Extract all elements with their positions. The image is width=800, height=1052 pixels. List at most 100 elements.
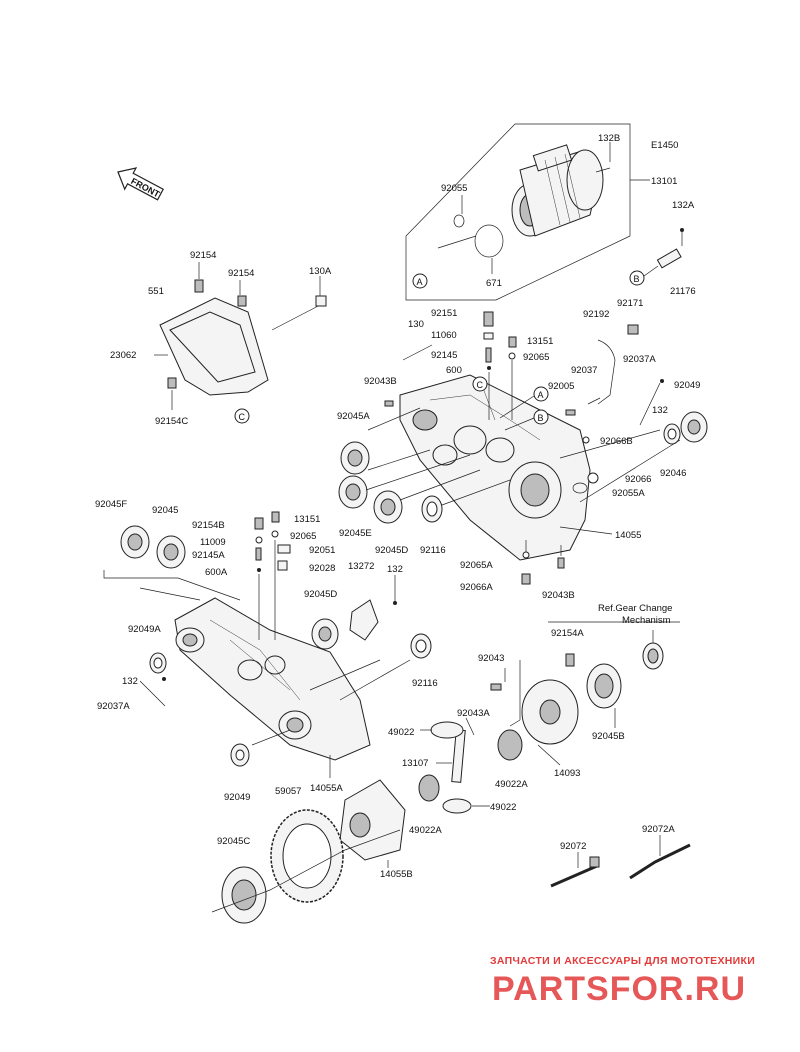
part-label: 92037A: [623, 354, 656, 365]
diff-case-14055B-icon: [339, 779, 406, 861]
part-label: 130A: [309, 266, 332, 277]
part-label: 92154: [228, 268, 254, 279]
part-label: 92066: [625, 474, 651, 485]
bearing-92046-icon: [680, 411, 708, 443]
part-label: 59057: [275, 786, 301, 797]
part-label: 49022: [490, 802, 516, 813]
dowel-92043-icon: [490, 683, 502, 691]
part-label: 132: [122, 676, 138, 687]
gear-49022-a-icon: [430, 721, 464, 739]
part-label: 92145: [431, 350, 457, 361]
ref-note-line1: Ref.Gear Change: [598, 603, 672, 614]
flange-14093-icon: [521, 679, 579, 745]
part-label: 23062: [110, 350, 136, 361]
part-label: 92028: [309, 563, 335, 574]
dowel-92043B-icon: [384, 400, 394, 407]
part-label: 13101: [651, 176, 677, 187]
part-label: 92192: [583, 309, 609, 320]
callout-a2-icon: A: [533, 386, 549, 402]
callout-b2-icon: B: [533, 409, 549, 425]
washer-92066-icon: [587, 472, 599, 484]
svg-text:B: B: [634, 274, 640, 284]
part-label: 92154: [190, 250, 216, 261]
gear-49022A-a-icon: [497, 729, 523, 761]
hose-92192-icon: [597, 339, 616, 405]
part-label: 92045E: [339, 528, 372, 539]
o-ring-92055-icon: [453, 214, 465, 228]
callout-c-icon: C: [234, 408, 250, 424]
part-label: 13107: [402, 758, 428, 769]
part-label: 92055: [441, 183, 467, 194]
part-label: 92045C: [217, 836, 250, 847]
part-label: 92065: [290, 531, 316, 542]
part-label: 92051: [309, 545, 335, 556]
bearing-92045C-icon: [221, 866, 267, 924]
pin-92145A-icon: [255, 547, 262, 561]
part-label: 49022A: [409, 825, 442, 836]
sensor-21176-icon: [643, 228, 684, 277]
part-label: 92043A: [457, 708, 490, 719]
bolt-92154B-icon: [254, 517, 264, 530]
ball-600A-icon: [257, 568, 261, 572]
part-label: 600A: [205, 567, 228, 578]
pin-92037A-icon: [639, 382, 661, 426]
part-label: 130: [408, 319, 424, 330]
part-label: 92037A: [97, 701, 130, 712]
front-arrow-icon: FRONT: [117, 167, 165, 201]
pin-92145-icon: [485, 347, 492, 363]
watermark-tagline: ЗАПЧАСТИ И АКСЕССУАРЫ ДЛЯ МОТОТЕХНИКИ: [490, 955, 755, 967]
part-label: 92154C: [155, 416, 188, 427]
callout-a-icon: A: [412, 273, 428, 289]
part-label: 13151: [294, 514, 320, 525]
part-label: 11060: [431, 330, 457, 341]
gear-49022-b-icon: [442, 798, 472, 814]
svg-text:A: A: [417, 277, 423, 287]
part-label: 92055A: [612, 488, 645, 499]
ref-note-line2: Mechanism: [622, 615, 671, 626]
guide-13272-icon: [349, 599, 379, 641]
part-label: 49022A: [495, 779, 528, 790]
part-label: 92037: [571, 365, 597, 376]
part-label: 132: [652, 405, 668, 416]
part-label: 92005: [548, 381, 574, 392]
part-label: 132A: [672, 200, 695, 211]
oring-92055A-icon: [572, 482, 588, 494]
svg-text:B: B: [538, 413, 544, 423]
part-label: 92065A: [460, 560, 493, 571]
bolt-92154A-icon: [565, 653, 575, 667]
bearing-92045D-icon: [373, 490, 403, 524]
part-label: 14055: [615, 530, 641, 541]
bearing-92045-icon: [156, 535, 186, 569]
starter-motor-shape: [511, 144, 611, 237]
bracket-23062-shape: [154, 262, 327, 410]
cable-tie-92072-icon: [550, 856, 600, 888]
part-label: 13151: [527, 336, 553, 347]
part-label: 14093: [554, 768, 580, 779]
part-label: 92045D: [375, 545, 408, 556]
washer-11060-icon: [483, 332, 494, 340]
part-label: 132B: [598, 133, 620, 144]
part-label: 14055B: [380, 869, 413, 880]
bolt-130-icon: [402, 344, 433, 361]
part-label: 92049: [674, 380, 700, 391]
gear-change-ref-icon: [642, 642, 664, 670]
starter-motor-group: [405, 123, 650, 301]
part-label: 92043B: [542, 590, 575, 601]
part-label: 92154B: [192, 520, 225, 531]
part-label: 92171: [617, 298, 643, 309]
gear-49022A-b-icon: [418, 774, 440, 802]
pin-92037A-low-icon: [139, 680, 166, 707]
dowel-92043B-bot-icon: [557, 557, 565, 569]
bolt-92151-icon: [483, 311, 494, 327]
part-label: 92049A: [128, 624, 161, 635]
washer-92065A-icon: [522, 551, 530, 559]
part-label: 92049: [224, 792, 250, 803]
part-label: 92066B: [600, 436, 633, 447]
part-label: 671: [486, 278, 502, 289]
ball-600-icon: [487, 366, 491, 370]
washer-11009-icon: [255, 536, 263, 544]
part-label: 92046: [660, 468, 686, 479]
part-label: 600: [446, 365, 462, 376]
part-label: 92116: [420, 545, 446, 556]
